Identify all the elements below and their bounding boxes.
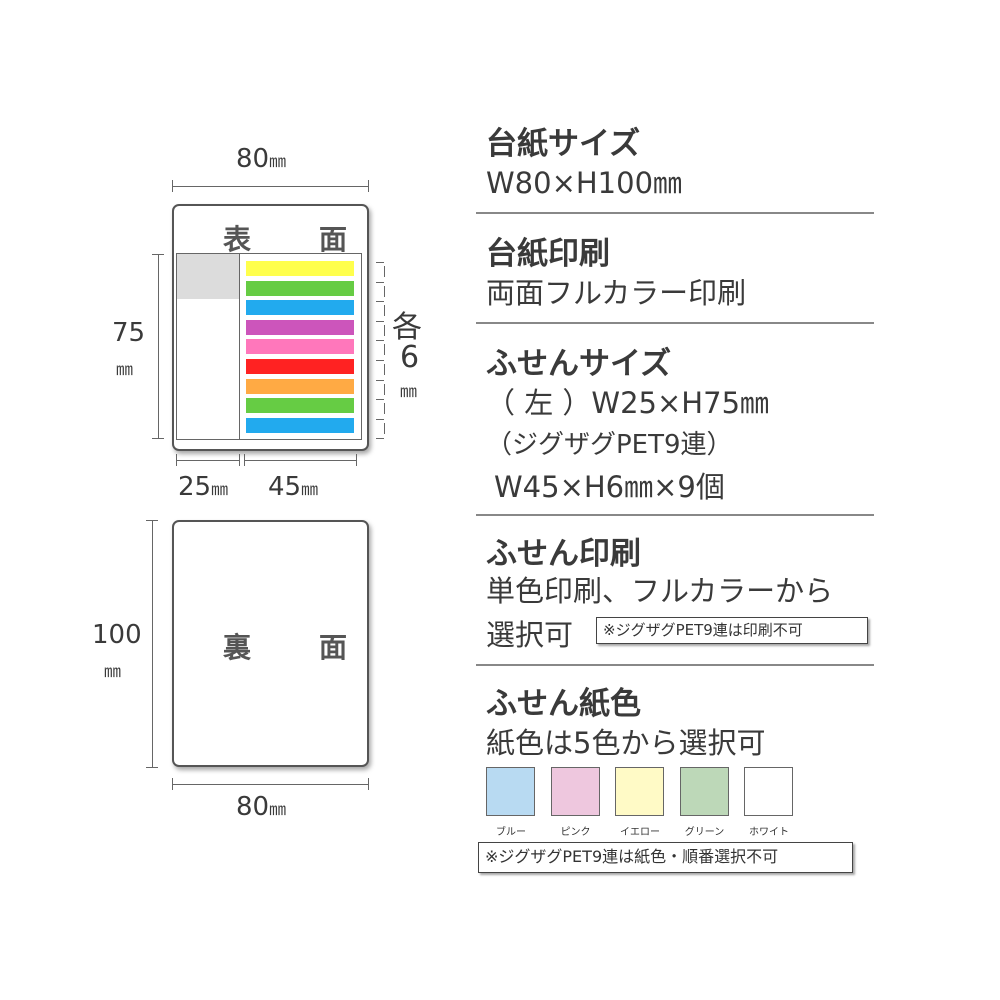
divider (476, 514, 874, 516)
back-board (172, 520, 369, 767)
print-note: ※ジグザグPET9連は印刷不可 (596, 617, 868, 644)
spec-title-sticky-size: ふせんサイズ (486, 346, 672, 382)
sticky-stripe (246, 339, 354, 355)
spec-line: W80×H100㎜ (486, 166, 683, 200)
left-width-line (176, 460, 239, 461)
back-width-line (172, 784, 368, 785)
sticky-stripe (246, 261, 354, 276)
spec-title-board-size: 台紙サイズ (486, 126, 641, 162)
stripe-tick-connector (384, 266, 385, 277)
stripe-tick (376, 320, 384, 322)
stripe-tick-connector (384, 422, 385, 434)
stripe-tick (376, 301, 384, 303)
spec-title-paper-color: ふせん紙色 (486, 686, 641, 722)
stripe-tick-connector (384, 324, 385, 336)
sticky-stripe (246, 300, 354, 316)
sticky-stripe (246, 280, 354, 296)
stripe-tick (376, 379, 384, 381)
stripe-tick (376, 262, 384, 263)
sticky-area (176, 253, 362, 440)
front-height-dimension: 75 (112, 318, 146, 348)
stripe-tick-connector (384, 285, 385, 297)
spec-line: 両面フルカラー印刷 (486, 276, 747, 310)
stripe-tick-connector (384, 364, 385, 375)
front-label: 表 面 (223, 223, 368, 256)
paper-color-label: イエロー (620, 827, 660, 838)
stripe-tick (376, 360, 384, 361)
paper-color-swatch (679, 767, 729, 816)
sticky-stripe (246, 398, 354, 414)
left-sticky-tab (177, 254, 239, 299)
front-height-line (158, 254, 159, 438)
paper-color-swatch (615, 767, 664, 816)
paper-color-swatch (550, 767, 600, 816)
back-width-dimension: 80㎜ (236, 792, 287, 822)
stripe-tick-connector (384, 305, 385, 317)
paper-color-label: ホワイト (749, 827, 789, 838)
sticky-stripe (246, 417, 354, 433)
left-sticky-note (177, 254, 240, 439)
back-label: 裏 面 (223, 631, 368, 664)
right-width-dimension: 45㎜ (268, 472, 319, 502)
right-width-line (244, 460, 356, 461)
stripe-tick (376, 399, 384, 401)
stripe-tick (376, 281, 384, 283)
sticky-stripe (246, 319, 354, 335)
stripe-tick (376, 418, 384, 420)
paper-color-swatch (486, 767, 535, 816)
spec-title-board-print: 台紙印刷 (486, 236, 610, 272)
sticky-stripe (246, 378, 354, 394)
spec-title-sticky-print: ふせん印刷 (486, 536, 641, 572)
spec-line: （ジグザグPET9連） (486, 430, 733, 460)
each-label: 各 (392, 310, 422, 345)
spec-line: 単色印刷、フルカラーから (486, 574, 834, 608)
back-height-dimension: 100 (92, 620, 142, 650)
back-height-line (152, 520, 153, 767)
divider (476, 212, 874, 214)
paper-color-label: ブルー (496, 827, 526, 838)
stripe-tick-connector (384, 344, 385, 356)
divider (476, 664, 874, 666)
paper-color-label: グリーン (684, 827, 725, 838)
spec-line: （ 左 ）W25×H75㎜ (486, 386, 770, 420)
left-width-dimension: 25㎜ (178, 472, 229, 502)
stripe-tick-connector (384, 403, 385, 415)
front-width-dimension: 80㎜ (236, 144, 287, 174)
divider (476, 322, 874, 324)
stripe-tick (376, 438, 384, 440)
sticky-stripe (246, 359, 354, 374)
front-width-line (172, 186, 368, 187)
paper-color-label: ピンク (560, 827, 591, 838)
spec-line: 紙色は5色から選択可 (486, 726, 766, 760)
stripe-tick (376, 340, 384, 342)
paper-color-note: ※ジグザグPET9連は紙色・順番選択不可 (478, 842, 853, 873)
spec-line: 選択可 (486, 618, 574, 652)
stripe-tick-connector (384, 383, 385, 395)
spec-line: W45×H6㎜×9個 (494, 470, 725, 504)
paper-color-swatch (744, 767, 793, 816)
each-value: 6 (400, 340, 420, 375)
